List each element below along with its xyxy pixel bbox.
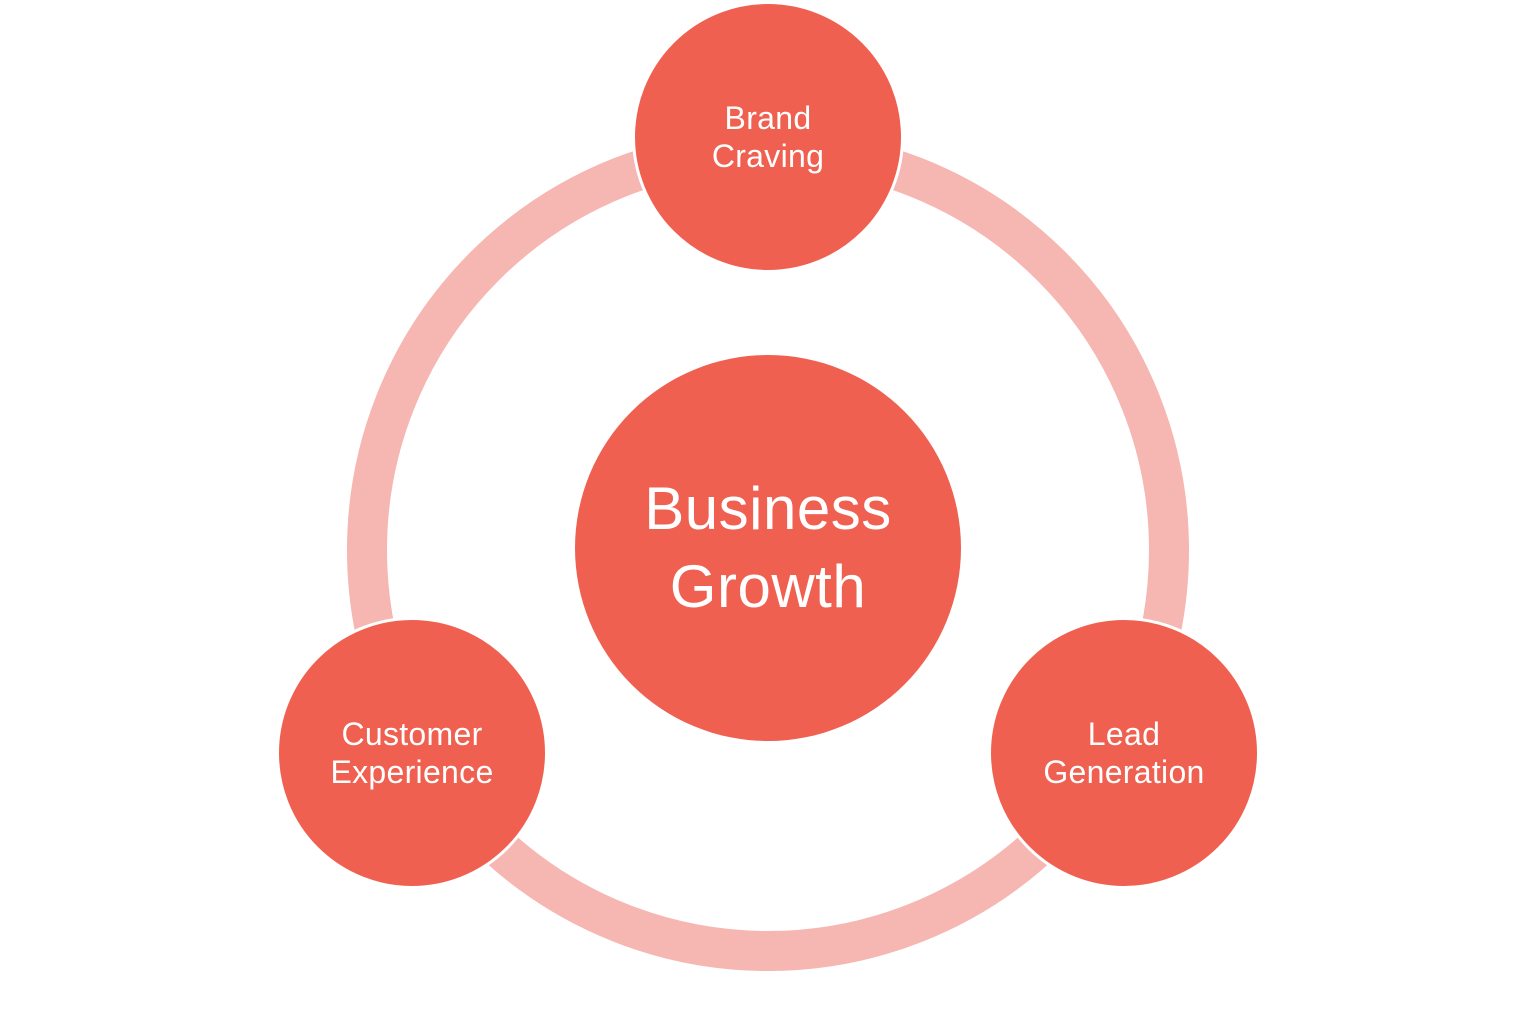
node-brand-craving: Brand Craving	[632, 1, 904, 273]
center-node-business-growth: Business Growth	[575, 355, 961, 741]
node-lead-generation-label: Lead Generation	[1043, 715, 1205, 790]
node-lead-generation: Lead Generation	[988, 617, 1260, 889]
node-customer-experience: Customer Experience	[276, 617, 548, 889]
center-node-label: Business Growth	[644, 475, 892, 620]
node-customer-experience-label: Customer Experience	[330, 715, 494, 790]
node-brand-craving-label: Brand Craving	[711, 99, 825, 174]
